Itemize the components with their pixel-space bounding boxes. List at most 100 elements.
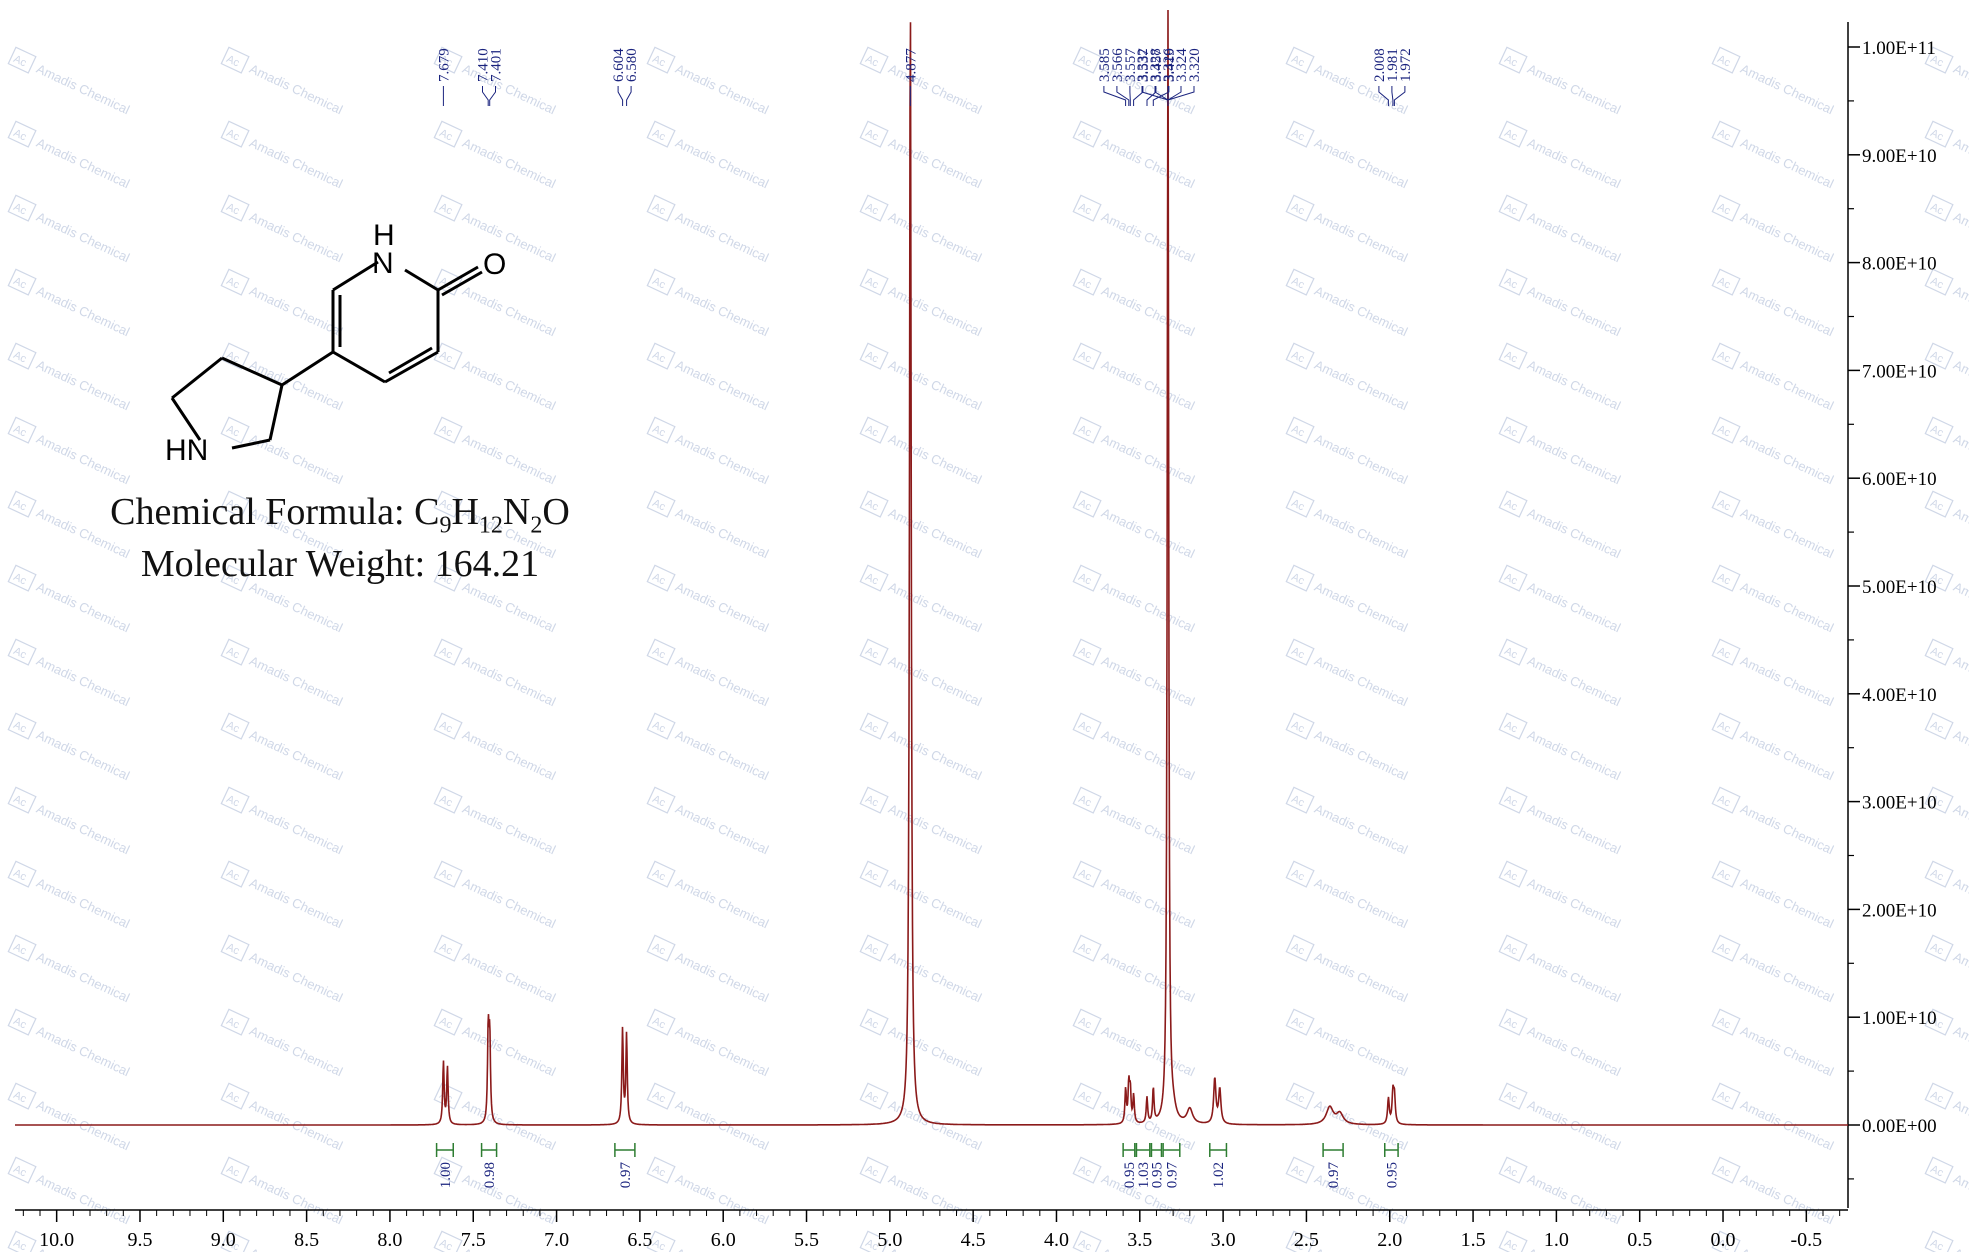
watermark-logo: Ac bbox=[1928, 719, 1945, 736]
y-tick-label: 4.00E+10 bbox=[1862, 685, 1937, 706]
watermark-text: Amadis Chemical bbox=[1099, 283, 1197, 339]
watermark-text: Amadis Chemical bbox=[1951, 505, 1969, 561]
watermark-logo-icon bbox=[1711, 564, 1741, 592]
watermark-logo: Ac bbox=[1928, 867, 1945, 884]
watermark-logo: Ac bbox=[1715, 1237, 1732, 1252]
watermark-logo-icon bbox=[1498, 786, 1528, 814]
watermark-logo-icon bbox=[1924, 490, 1954, 518]
watermark-logo-icon bbox=[1285, 1156, 1315, 1184]
watermark-text: Amadis Chemical bbox=[886, 135, 984, 191]
watermark-text: Amadis Chemical bbox=[247, 431, 345, 487]
x-tick-label: 7.0 bbox=[544, 1229, 569, 1251]
watermark-logo-icon bbox=[433, 194, 463, 222]
watermark-logo-icon bbox=[1498, 416, 1528, 444]
peak-label: 7.679 bbox=[436, 48, 452, 82]
watermark-text: Amadis Chemical bbox=[1951, 1245, 1969, 1252]
watermark-text: Amadis Chemical bbox=[1099, 209, 1197, 265]
watermark-logo: Ac bbox=[11, 1163, 28, 1180]
watermark-text: Amadis Chemical bbox=[460, 283, 558, 339]
peak-label-leader bbox=[1146, 86, 1157, 106]
watermark-logo: Ac bbox=[650, 1015, 667, 1032]
watermark-text: Amadis Chemical bbox=[247, 579, 345, 635]
watermark-text: Amadis Chemical bbox=[1099, 135, 1197, 191]
watermark-text: Amadis Chemical bbox=[247, 357, 345, 413]
watermark-logo-icon bbox=[7, 638, 37, 666]
watermark-text: Amadis Chemical bbox=[34, 431, 132, 487]
watermark-text: Amadis Chemical bbox=[247, 949, 345, 1005]
watermark-logo: Ac bbox=[1076, 201, 1093, 218]
watermark-logo-icon bbox=[220, 46, 250, 74]
watermark-logo: Ac bbox=[224, 645, 241, 662]
watermark-logo-icon bbox=[859, 194, 889, 222]
watermark-logo-icon bbox=[1498, 342, 1528, 370]
watermark-logo: Ac bbox=[437, 349, 454, 366]
integral-value: 0.95 bbox=[1122, 1162, 1138, 1188]
watermark-text: Amadis Chemical bbox=[460, 1171, 558, 1227]
watermark-logo-icon bbox=[1498, 638, 1528, 666]
watermark-logo-icon bbox=[646, 860, 676, 888]
watermark-text: Amadis Chemical bbox=[1738, 1023, 1836, 1079]
watermark-text: Amadis Chemical bbox=[460, 949, 558, 1005]
watermark-logo: Ac bbox=[437, 571, 454, 588]
watermark-text: Amadis Chemical bbox=[247, 1171, 345, 1227]
watermark-logo-icon bbox=[220, 934, 250, 962]
watermark-logo: Ac bbox=[1502, 941, 1519, 958]
watermark-logo-icon bbox=[646, 1008, 676, 1036]
watermark-logo: Ac bbox=[1928, 349, 1945, 366]
watermark-logo-icon bbox=[433, 120, 463, 148]
watermark-text: Amadis Chemical bbox=[1099, 1023, 1197, 1079]
watermark-text: Amadis Chemical bbox=[1312, 801, 1410, 857]
watermark-logo: Ac bbox=[1289, 1089, 1306, 1106]
watermark-logo-icon bbox=[433, 786, 463, 814]
watermark-logo: Ac bbox=[863, 719, 880, 736]
watermark-logo: Ac bbox=[1502, 201, 1519, 218]
integral-value: 0.95 bbox=[1150, 1162, 1166, 1188]
watermark-logo-icon bbox=[1498, 934, 1528, 962]
watermark-logo: Ac bbox=[1289, 349, 1306, 366]
peak-label: 3.326 bbox=[1161, 48, 1177, 82]
formula-value: C9H12N2O bbox=[414, 491, 570, 539]
watermark-logo-icon bbox=[7, 1156, 37, 1184]
watermark-logo-icon bbox=[7, 1082, 37, 1110]
watermark-text: Amadis Chemical bbox=[1738, 579, 1836, 635]
watermark-logo-icon bbox=[859, 1230, 889, 1252]
watermark-logo: Ac bbox=[1928, 201, 1945, 218]
watermark-logo-icon bbox=[1711, 934, 1741, 962]
watermark-logo-icon bbox=[1711, 638, 1741, 666]
watermark-logo: Ac bbox=[863, 349, 880, 366]
watermark-logo: Ac bbox=[1289, 571, 1306, 588]
x-tick-label: 2.5 bbox=[1294, 1229, 1319, 1251]
watermark-logo: Ac bbox=[863, 497, 880, 514]
peak-label-leader bbox=[1103, 86, 1127, 106]
watermark-logo-icon bbox=[859, 564, 889, 592]
watermark-text: Amadis Chemical bbox=[1951, 801, 1969, 857]
